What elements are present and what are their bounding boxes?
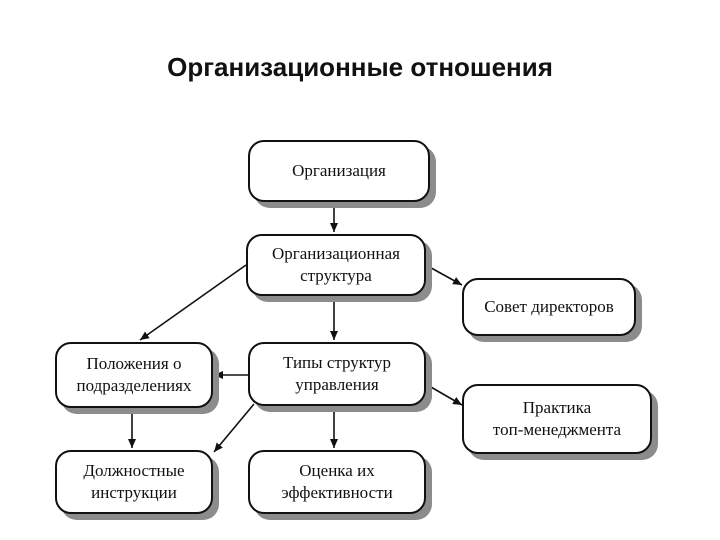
arrow-types-to-top-management bbox=[423, 382, 463, 406]
node-division-regulations: Положения о подразделениях bbox=[55, 342, 213, 408]
diagram-title: Организационные отношения bbox=[167, 52, 553, 82]
node-org-structure: Организационная структура bbox=[246, 234, 426, 296]
node-job-descriptions: Должностные инструкции bbox=[55, 450, 213, 514]
node-efficiency-assessment: Оценка их эффективности bbox=[248, 450, 426, 514]
node-organization: Организация bbox=[248, 140, 430, 202]
arrow-types-to-instructions bbox=[213, 403, 255, 453]
node-management-structure-types: Типы структур управления bbox=[248, 342, 426, 406]
arrow-structure-to-regulations bbox=[139, 264, 247, 341]
node-board-of-directors: Совет директоров bbox=[462, 278, 636, 336]
node-top-management-practice: Практика топ-менеджмента bbox=[462, 384, 652, 454]
arrow-structure-to-board bbox=[423, 263, 463, 286]
